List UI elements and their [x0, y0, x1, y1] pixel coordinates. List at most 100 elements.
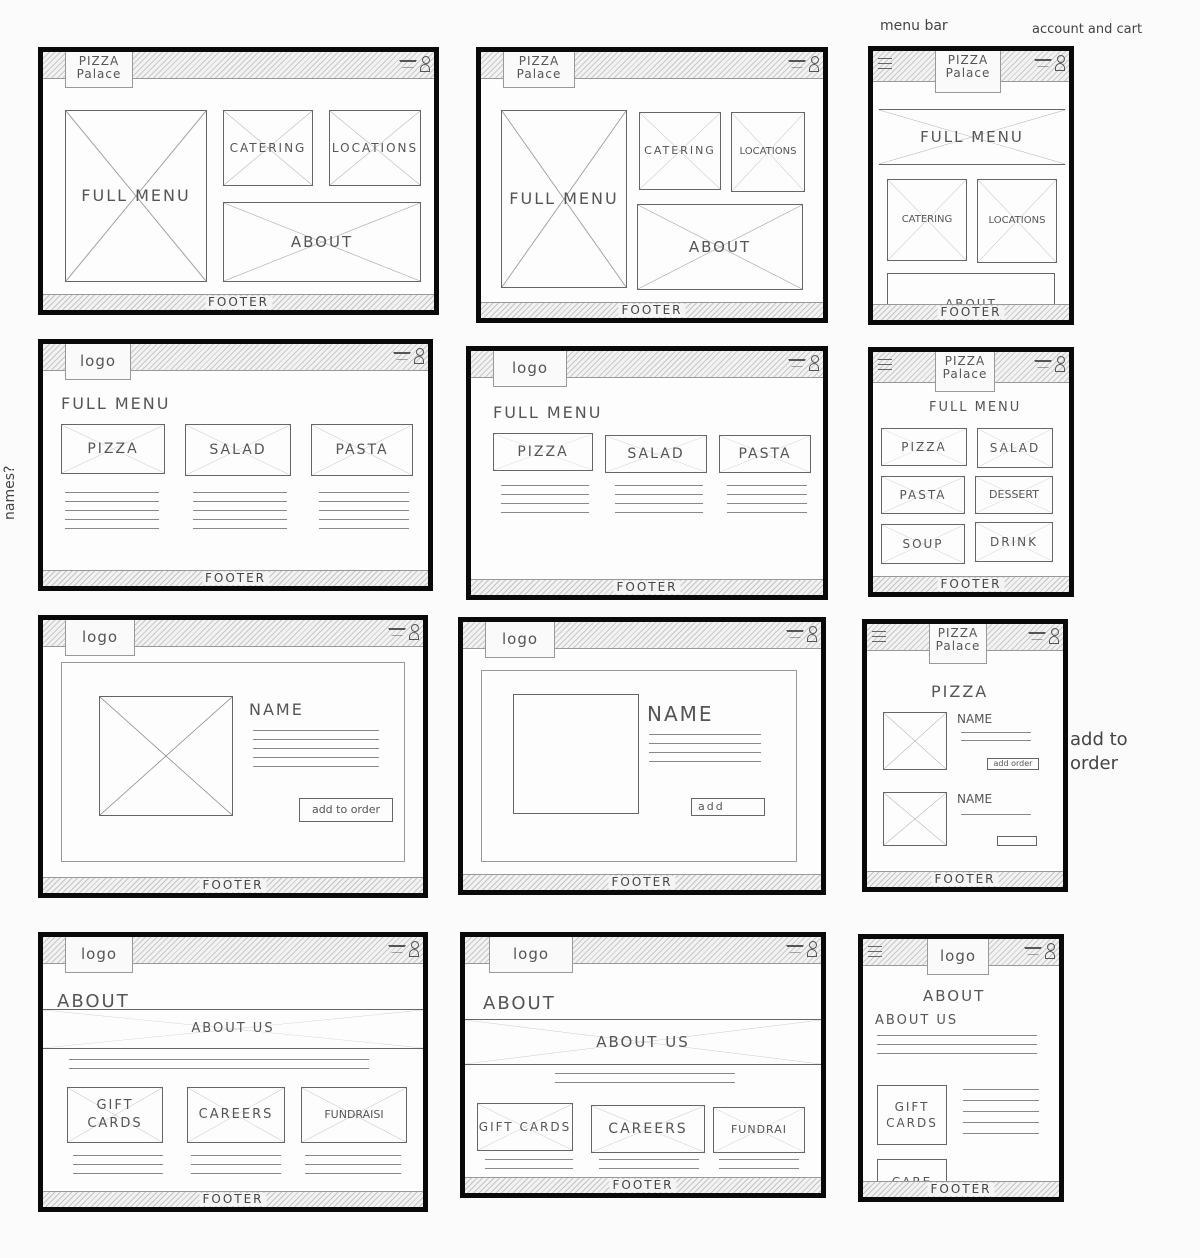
full-menu-tile[interactable]: FULL MENU — [65, 110, 207, 282]
soup-tile[interactable]: SOUP — [881, 524, 965, 564]
cart-icon[interactable] — [786, 629, 804, 638]
drink-tile[interactable]: DRINK — [975, 522, 1053, 562]
cart-icon[interactable] — [1024, 946, 1042, 955]
add-order-button[interactable]: add order — [987, 758, 1039, 770]
account-icon[interactable] — [1045, 943, 1055, 959]
hamburger-icon[interactable] — [872, 631, 886, 642]
item-image — [99, 696, 233, 816]
gift-cards-tile[interactable]: GIFT CARDS — [67, 1087, 163, 1143]
cart-icon[interactable] — [1034, 359, 1052, 368]
add-to-order-button[interactable]: add to order — [299, 798, 393, 822]
item-desktop-frame: logo NAME add to order FOOTER — [38, 615, 428, 898]
pasta-tile[interactable]: PASTA — [311, 424, 413, 476]
locations-tile[interactable]: LOCATIONS — [977, 179, 1057, 263]
account-icon[interactable] — [414, 348, 424, 364]
item-panel — [61, 662, 405, 862]
dessert-tile[interactable]: DESSERT — [975, 476, 1053, 514]
item-name: NAME — [249, 700, 304, 719]
about-mobile-frame: logo ABOUT ABOUT US GIFT CARDS CARE FOOT… — [858, 934, 1064, 1202]
account-icon[interactable] — [807, 626, 817, 642]
account-icon[interactable] — [809, 56, 819, 72]
about-tile[interactable]: ABOUT — [637, 204, 803, 290]
about-tile[interactable]: ABOUT — [223, 202, 421, 282]
catering-tile[interactable]: CATERING — [639, 112, 721, 190]
item-tablet-frame: logo NAME add FOOTER — [458, 617, 826, 895]
careers-tile[interactable]: CAREERS — [187, 1087, 285, 1143]
item-panel — [481, 670, 797, 862]
salad-tile[interactable]: SALAD — [185, 424, 291, 476]
pizza-tile[interactable]: PIZZA — [493, 433, 593, 471]
salad-tile[interactable]: SALAD — [605, 435, 707, 473]
pizza-tile[interactable]: PIZZA — [61, 424, 165, 474]
logo: logo — [65, 937, 133, 973]
catering-tile[interactable]: CATERING — [223, 110, 313, 186]
footer: FOOTER — [873, 576, 1069, 592]
item-name: NAME — [957, 792, 993, 806]
logo: logo — [489, 937, 573, 973]
account-icon[interactable] — [1055, 55, 1065, 71]
cart-icon[interactable] — [786, 944, 804, 953]
cart-icon[interactable] — [1034, 58, 1052, 67]
menu-desktop-frame: logo FULL MENU PIZZA SALAD PASTA FOOTER — [38, 339, 433, 591]
footer: FOOTER — [463, 874, 821, 890]
account-icon[interactable] — [809, 355, 819, 371]
hamburger-icon[interactable] — [868, 946, 882, 957]
page-title: FULL MENU — [61, 394, 171, 413]
logo: logo — [927, 939, 989, 975]
footer: FOOTER — [481, 302, 823, 318]
category-title: PIZZA — [931, 682, 989, 701]
hamburger-icon[interactable] — [878, 58, 892, 69]
locations-tile[interactable]: LOCATIONS — [329, 110, 421, 186]
account-icon[interactable] — [1055, 356, 1065, 372]
cart-icon[interactable] — [1028, 631, 1046, 640]
salad-tile[interactable]: SALAD — [977, 428, 1053, 468]
footer: FOOTER — [43, 570, 428, 586]
logo: logo — [65, 344, 131, 380]
about-us-heading: ABOUT US — [875, 1013, 959, 1028]
annotation-menu-bar: menu bar — [880, 18, 948, 34]
cart-icon[interactable] — [393, 351, 411, 360]
gift-cards-tile[interactable]: GIFT CARDS — [477, 1103, 573, 1151]
page-title: FULL MENU — [493, 403, 603, 422]
pasta-tile[interactable]: PASTA — [719, 435, 811, 473]
logo: logo — [493, 351, 567, 387]
hamburger-icon[interactable] — [878, 359, 892, 370]
footer: FOOTER — [471, 579, 823, 595]
page-title: ABOUT — [57, 991, 130, 1012]
item-name: NAME — [647, 702, 714, 726]
add-button[interactable]: add — [691, 798, 765, 816]
cart-icon[interactable] — [388, 944, 406, 953]
full-menu-tile[interactable]: FULL MENU — [501, 110, 627, 288]
cart-icon[interactable] — [399, 59, 417, 68]
item-name: NAME — [957, 712, 993, 726]
cart-icon[interactable] — [788, 358, 806, 367]
cart-icon[interactable] — [788, 59, 806, 68]
fundraiser-tile[interactable]: FUNDRAI — [713, 1107, 805, 1153]
pizza-tile[interactable]: PIZZA — [881, 428, 967, 466]
gift-cards-tile[interactable]: GIFT CARDS — [877, 1085, 947, 1145]
pasta-tile[interactable]: PASTA — [881, 476, 965, 514]
account-icon[interactable] — [409, 624, 419, 640]
account-icon[interactable] — [409, 941, 419, 957]
cart-icon[interactable] — [388, 627, 406, 636]
footer: FOOTER — [465, 1177, 821, 1193]
logo: logo — [65, 620, 135, 656]
fundraiser-tile[interactable]: FUNDRAISI — [301, 1087, 407, 1143]
account-icon[interactable] — [807, 941, 817, 957]
item-image — [513, 694, 639, 814]
account-icon[interactable] — [1049, 628, 1059, 644]
full-menu-tile[interactable]: FULL MENU — [879, 109, 1065, 165]
menu-tablet-frame: logo FULL MENU PIZZA SALAD PASTA FOOTER — [466, 346, 828, 600]
careers-tile[interactable]: CAREERS — [591, 1105, 705, 1153]
locations-tile[interactable]: LOCATIONS — [731, 112, 805, 192]
add-button[interactable] — [997, 836, 1037, 846]
about-us-banner: ABOUT US — [43, 1009, 423, 1049]
catering-tile[interactable]: CATERING — [887, 179, 967, 261]
account-icon[interactable] — [420, 56, 430, 72]
